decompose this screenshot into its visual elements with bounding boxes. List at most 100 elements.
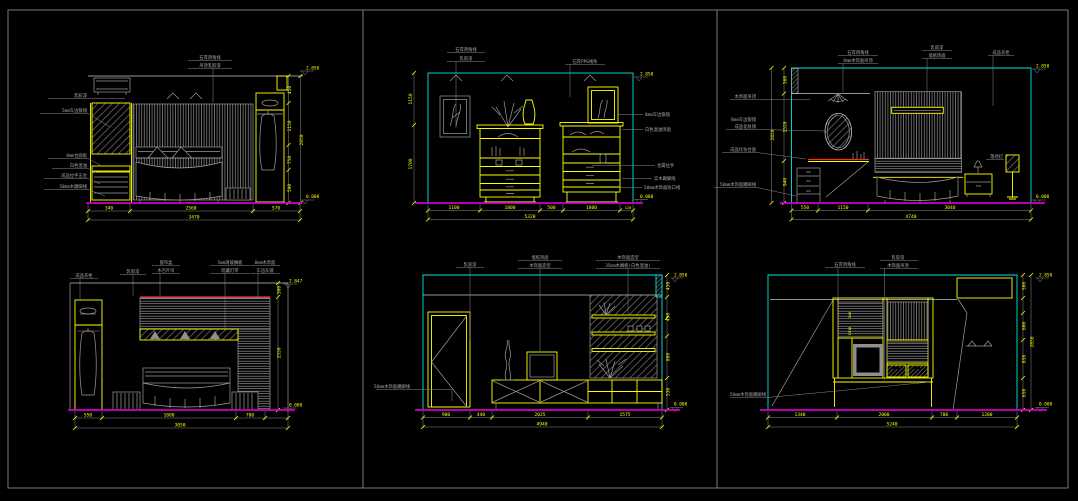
dim-label: 1100: [448, 205, 459, 211]
ceiling-notes: 石膏阴角线 乳胶漆 木饰面吊顶: [825, 254, 918, 380]
note-label: 乳胶漆: [931, 44, 945, 51]
skirting-note: 50mm木饰面踢脚线: [730, 381, 931, 398]
elevation-bedroom-a: 石膏阴角线 吊顶乳胶漆 乳胶漆 5mm车边银镜 8mm台面板 白色混油 成品拉手…: [40, 54, 320, 223]
elevation-bedroom-vanity: 落地灯 石膏阴角线 8mm木饰面吊顶 乳胶漆 墙纸饰面 成品衣柜 木饰面吊顶 8…: [714, 44, 1050, 222]
vanity-mirror: [824, 112, 853, 151]
dim-total-label: 4740: [905, 214, 916, 220]
mirror-panel: [90, 102, 132, 203]
note-label: 墙纸饰面: [531, 254, 549, 261]
elevation-label: 0.000: [674, 402, 688, 408]
note-label: 车边灰镜: [256, 267, 274, 274]
note-label: 成品化妆镜: [735, 123, 757, 130]
note-label: 50mm木饰面收口线: [644, 184, 681, 191]
dim-label: 850: [1022, 355, 1028, 364]
bed: [873, 176, 963, 203]
bed: [142, 367, 231, 408]
elevation-attic-wardrobe: 246 1818 石膏阴角线 乳胶漆 木饰面吊顶 50mm木饰面踢脚线 500 …: [730, 254, 1053, 430]
note-label: 50mm木饰面踢脚线: [730, 391, 767, 398]
dim-label: 246: [848, 312, 852, 319]
ceiling-notes: 石膏阴角线 吊顶乳胶漆: [188, 54, 232, 103]
note-label: 乳胶漆: [460, 55, 474, 62]
top-cabinet: [276, 75, 288, 91]
elevation-marks: 2.850 0.000: [1035, 273, 1053, 412]
note-label: 窗帘盒: [160, 259, 174, 266]
note-label: 成品衣柜: [992, 49, 1010, 56]
note-label: 成品化妆台面: [730, 146, 756, 153]
dim-label: 700: [940, 412, 949, 418]
dim-label: 1520: [783, 121, 789, 132]
note-label: 50mm木饰面踢脚线: [374, 383, 411, 390]
dim-label: 2000: [878, 412, 889, 418]
dim-label: 2850: [770, 129, 776, 140]
note-label: 8mm木饰面: [255, 259, 276, 266]
note-label: 乳胶漆: [127, 268, 141, 275]
elevation-label: 0.000: [1039, 402, 1053, 408]
elevation-label: 2.850: [1039, 273, 1053, 279]
note-label: 石膏阴角线: [834, 261, 856, 268]
dim-label: 450: [666, 313, 672, 322]
wall-outline: [422, 274, 663, 410]
dresser: [91, 165, 131, 201]
wall-outline: [767, 274, 1018, 410]
elevation-label: 0.000: [289, 403, 303, 409]
dim-label: 2560: [185, 206, 196, 212]
plant: [491, 100, 524, 128]
wardrobe-cabinet: 246 1818: [832, 297, 934, 407]
sloped-ceiling: [771, 298, 968, 411]
note-label: 乳胶漆: [74, 92, 88, 99]
bed: [135, 146, 223, 203]
dim-label: 120: [625, 206, 632, 210]
dim-label: 500: [547, 205, 556, 211]
elevation-tv-wall: 50mm木饰面踢脚线 乳胶漆 墙纸饰面 木饰面造型 木饰面造型 35mm木搁板(…: [374, 254, 688, 430]
dim-label: 500: [287, 184, 293, 193]
elevation-label: 2.850: [306, 66, 320, 72]
bottom-dimensions: 900 440 2025 1575 4940: [420, 411, 665, 430]
dim-label: 340: [105, 206, 114, 212]
dim-label: 750: [287, 156, 293, 165]
dim-label: 500: [1022, 282, 1028, 291]
elevation-label: 0.000: [306, 194, 320, 200]
dim-label: 1800: [586, 205, 597, 211]
note-label: 35mm木搁板(白色混油): [605, 262, 651, 269]
dim-label: 3040: [944, 205, 955, 211]
note-label: 成品衣柜: [75, 272, 93, 279]
dim-label: 900: [442, 412, 451, 418]
bulkhead-hatch: [791, 68, 799, 94]
tv: [526, 351, 558, 381]
material-notes: 乳胶漆 5mm车边银镜 8mm台面板 白色混油 成品拉手五金 50mm木踢脚线: [40, 92, 125, 197]
right-dimensions: 450 450 880 530: [664, 272, 672, 413]
sheet-frame: [7, 9, 1069, 489]
dim-label: 450: [287, 86, 293, 95]
dim-label: 2550: [277, 347, 283, 358]
dim-label: 2025: [534, 412, 545, 418]
note-label: 吊顶乳胶漆: [199, 62, 221, 69]
picture-frame: [439, 95, 471, 138]
dim-label: 440: [477, 412, 486, 418]
note-label: 8mm车边银镜: [645, 111, 671, 118]
dim-label: 940: [783, 178, 789, 187]
blind-panel: [139, 297, 271, 330]
bottom-dimensions: 1100 1800 500 1800 120 5320: [425, 204, 636, 222]
elevation-bedroom-blinds: 成品衣柜 乳胶漆 窗帘盒 木百叶帘 5mm清玻搁板 暗藏灯带 8mm木饰面 车边…: [68, 259, 303, 431]
elevation-marks: 2.847 0.000: [283, 279, 303, 413]
note-label: 石膏阴角线: [199, 54, 221, 61]
dim-label: 1575: [619, 412, 630, 418]
elevation-marks: 2.850 0.000: [1032, 64, 1050, 205]
skirting-note: 50mm木饰面踢脚线: [374, 383, 453, 401]
note-label: 实木踢脚线: [654, 175, 676, 182]
dim-total-label: 5320: [524, 214, 535, 220]
dim-label: 300: [277, 286, 283, 295]
dim-label: 650: [1022, 389, 1028, 398]
bottom-dimensions: 550 1800 700 3050: [72, 411, 291, 431]
note-label: 白色混油饰面: [645, 126, 671, 133]
wall-outline: [791, 67, 1032, 203]
elevation-label: 2.850: [674, 273, 688, 279]
chest-1: [476, 124, 544, 203]
downlight-icon: [166, 92, 203, 100]
elevation-marks: 2.850 0.000: [634, 72, 654, 204]
note-label: 乳胶漆: [892, 254, 906, 261]
glass-shelf-band: [139, 328, 239, 341]
note-label: 木饰面造型: [617, 254, 639, 261]
bottom-dimensions: 550 1150 3040 4740: [789, 204, 1034, 222]
dressing-table: [796, 151, 869, 203]
